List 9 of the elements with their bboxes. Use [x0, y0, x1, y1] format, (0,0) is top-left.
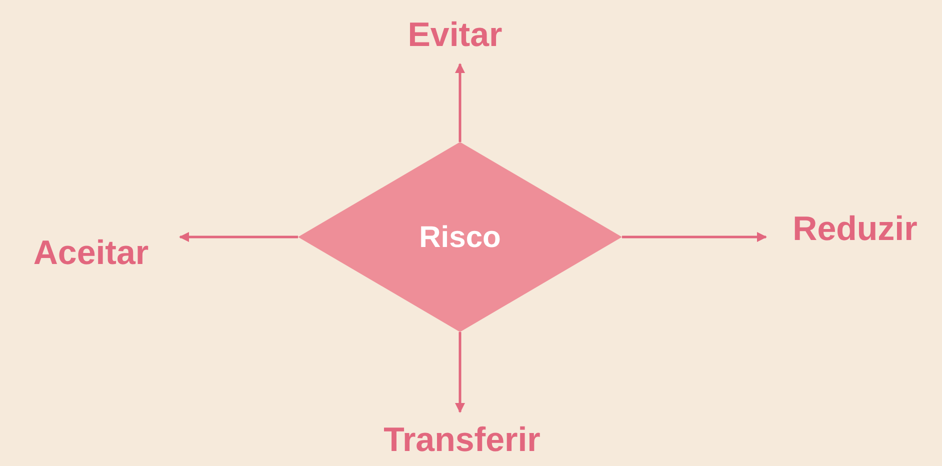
- arrow: [179, 232, 298, 242]
- option-label: Transferir: [384, 420, 540, 460]
- option-label: Evitar: [408, 14, 502, 56]
- arrow: [455, 332, 465, 413]
- option-label: Reduzir: [792, 208, 918, 250]
- option-label: Aceitar: [33, 232, 149, 274]
- arrow: [622, 232, 767, 242]
- diamond-label: Risco: [419, 220, 501, 256]
- arrow: [455, 63, 465, 142]
